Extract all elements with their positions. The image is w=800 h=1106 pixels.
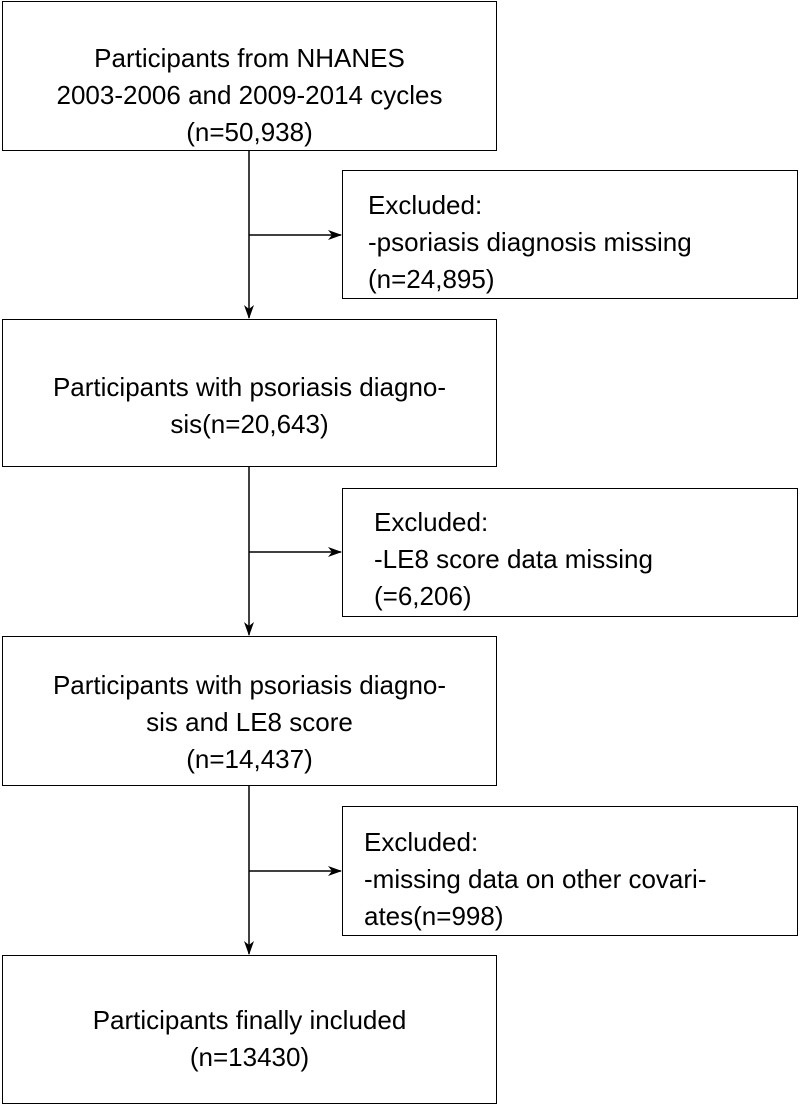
exclusion-1-line-1: Excluded: [368, 190, 483, 220]
final-box: Participants finally included (n=13430) [2, 955, 497, 1104]
start-line-2: 2003-2006 and 2009-2014 cycles [56, 80, 443, 110]
start-box: Participants from NHANES 2003-2006 and 2… [2, 1, 497, 151]
exclusion-2-line-3: (=6,206) [374, 581, 472, 611]
exclusion-box-1: Excluded: -psoriasis diagnosis missing (… [342, 170, 798, 299]
final-line-2: (n=13430) [189, 1042, 310, 1072]
exclusion-2-line-1: Excluded: [374, 507, 489, 537]
exclusion-1-line-3: (n=24,895) [368, 264, 495, 294]
exclusion-box-3: Excluded: -missing data on other covari-… [342, 806, 798, 936]
diagnosis-line-1: Participants with psoriasis diagno- [52, 372, 447, 402]
exclusion-box-2: Excluded: -LE8 score data missing (=6,20… [342, 488, 798, 617]
exclusion-1-line-2: -psoriasis diagnosis missing [368, 227, 692, 257]
exclusion-2-line-2: -LE8 score data missing [374, 544, 653, 574]
psoriasis-le8-box: Participants with psoriasis diagno- sis … [2, 636, 497, 786]
le8-line-2: sis and LE8 score [146, 707, 353, 737]
psoriasis-diagnosis-box: Participants with psoriasis diagno- sis(… [2, 319, 497, 467]
start-line-1: Participants from NHANES [94, 43, 405, 73]
exclusion-3-line-1: Excluded: [364, 827, 479, 857]
start-line-3: (n=50,938) [186, 117, 313, 147]
exclusion-3-line-2: -missing data on other covari- [364, 864, 707, 894]
le8-line-3: (n=14,437) [186, 744, 313, 774]
diagnosis-line-2: sis(n=20,643) [170, 409, 329, 439]
le8-line-1: Participants with psoriasis diagno- [52, 670, 447, 700]
exclusion-3-line-3: ates(n=998) [364, 901, 504, 931]
final-line-1: Participants finally included [92, 1005, 407, 1035]
